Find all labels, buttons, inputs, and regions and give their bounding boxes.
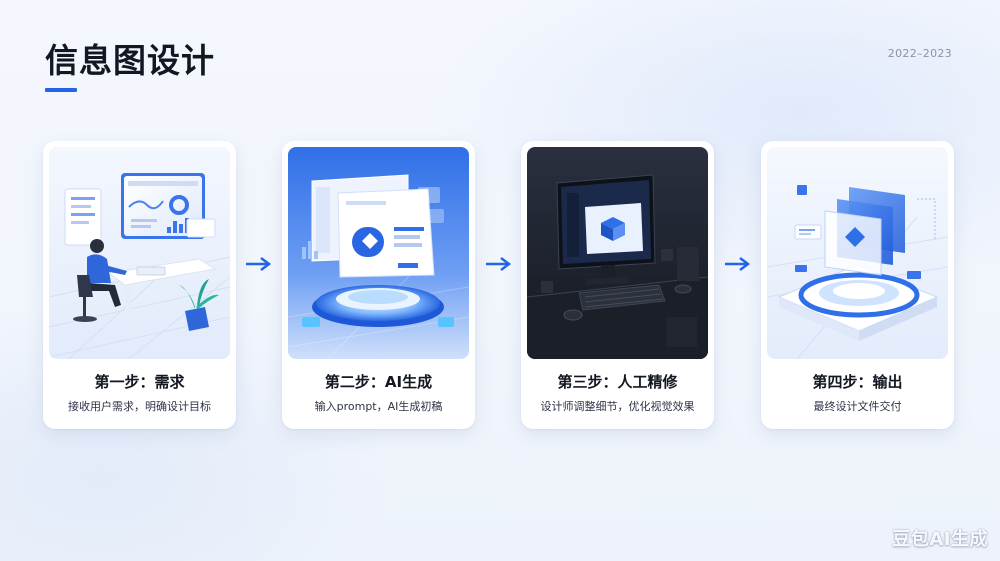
step-card-2: 第二步：AI生成 输入prompt，AI生成初稿 [282,141,475,429]
step-description: 接收用户需求，明确设计目标 [68,400,211,413]
step-description: 最终设计文件交付 [813,400,902,413]
arrow-right-icon [486,257,512,271]
page-title: 信息图设计 [45,41,215,80]
step-title: 第一步：需求 [94,373,185,391]
watermark: 豆包AI生成 [892,529,988,550]
layered-output-stack-icon [767,147,948,359]
dark-desk-monitor-icon [527,147,708,359]
arrow-right-icon [725,257,751,271]
ai-platform-screen-icon [288,147,469,359]
step-card-4: 第四步：输出 最终设计文件交付 [761,141,954,429]
person-at-desk-dashboard-icon [49,147,230,359]
step-title: 第四步：输出 [812,373,903,391]
step-card-1: 第一步：需求 接收用户需求，明确设计目标 [43,141,236,429]
step-title: 第二步：AI生成 [324,373,433,391]
arrow-right-icon [246,257,272,271]
step-card-3: 第三步：人工精修 设计师调整细节，优化视觉效果 [521,141,714,429]
step-description: 输入prompt，AI生成初稿 [314,400,443,413]
title-underline [45,88,77,92]
year-range: 2022–2023 [887,47,952,60]
step-description: 设计师调整细节，优化视觉效果 [540,400,695,413]
step-title: 第三步：人工精修 [557,373,678,391]
